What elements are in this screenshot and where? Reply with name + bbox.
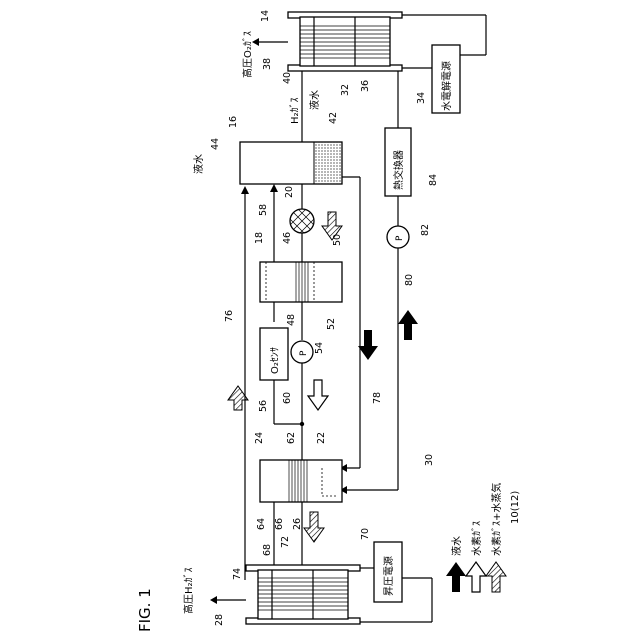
o2-sensor-label: O₂ｾﾝｻ (269, 347, 281, 374)
ref-34: 34 (416, 92, 427, 104)
ref-46: 46 (282, 232, 293, 244)
ref-20: 20 (284, 186, 295, 198)
separator-tank-16 (240, 142, 342, 184)
ref-40: 40 (282, 72, 293, 84)
ref-16: 16 (228, 116, 239, 128)
ref-78: 78 (372, 392, 383, 404)
ref-14: 14 (260, 10, 271, 22)
ref-50: 50 (332, 234, 343, 246)
flow-arrow-hatched-3 (304, 512, 324, 542)
legend-liquid-water-arrow (446, 562, 466, 592)
liquid-water-left-label: 液水 (192, 154, 205, 174)
pump-82-label: P (395, 235, 405, 241)
ref-42: 42 (328, 112, 339, 124)
ref-72: 72 (280, 536, 291, 548)
hp-h2-gas-label: 高圧H₂ｶﾞｽ (182, 567, 195, 614)
flow-arrow-black-2 (398, 310, 418, 340)
ref-74: 74 (232, 568, 243, 580)
legend: 液水 水素ｶﾞｽ 水素ｶﾞｽ+水蒸気 (446, 483, 506, 592)
ref-82: 82 (420, 224, 431, 236)
hp-o2-gas-label: 高圧O₂ｶﾞｽ (241, 31, 254, 78)
heat-exchanger-label: 熱交換器 (392, 150, 405, 190)
h2-gas-top-label: H₂ｶﾞｽ (289, 97, 301, 124)
ref-48: 48 (286, 314, 297, 326)
ref-44: 44 (210, 138, 221, 150)
pump-54-label: P (299, 350, 309, 356)
figure-title: FIG. 1 (136, 588, 154, 632)
ref-24: 24 (254, 432, 265, 444)
legend-liquid-water-label: 液水 (450, 536, 463, 556)
electrolysis-stack-14 (288, 12, 402, 71)
ref-68: 68 (262, 544, 273, 556)
ref-28: 28 (214, 614, 225, 626)
liquid-water-top-label: 液水 (308, 90, 321, 110)
ref-84: 84 (428, 174, 439, 186)
legend-hydrogen-gas-label: 水素ｶﾞｽ (470, 521, 483, 556)
ref-56: 56 (258, 400, 269, 412)
ref-22: 22 (316, 432, 327, 444)
ref-66: 66 (274, 518, 285, 530)
legend-hydrogen-gas-vapor-arrow (486, 562, 506, 592)
flow-arrow-white-1 (308, 380, 328, 410)
boost-power-label: 昇圧電源 (382, 556, 395, 596)
ref-18: 18 (254, 232, 265, 244)
ref-30: 30 (424, 454, 435, 466)
hp-stack-68 (246, 565, 360, 624)
legend-hydrogen-gas-arrow (466, 562, 486, 592)
flow-arrow-black-1 (358, 330, 378, 360)
ref-70: 70 (360, 528, 371, 540)
ref-52: 52 (326, 318, 337, 330)
electrolysis-power-label: 水電解電源 (440, 61, 453, 111)
ref-62: 62 (286, 432, 297, 444)
ref-60: 60 (282, 392, 293, 404)
ref-80: 80 (404, 274, 415, 286)
ref-26: 26 (292, 518, 303, 530)
ref-76: 76 (224, 310, 235, 322)
ref-58: 58 (258, 204, 269, 216)
filter-46 (290, 209, 314, 233)
ref-38: 38 (262, 58, 273, 70)
hydrogen-pump-24 (260, 460, 342, 502)
ref-32: 32 (340, 84, 351, 96)
system-ref: 10(12) (510, 491, 521, 524)
ref-64: 64 (256, 518, 267, 530)
legend-hydrogen-gas-vapor-label: 水素ｶﾞｽ+水蒸気 (490, 483, 503, 556)
ref-54: 54 (314, 342, 325, 354)
unit-18 (260, 262, 342, 302)
ref-36: 36 (360, 80, 371, 92)
